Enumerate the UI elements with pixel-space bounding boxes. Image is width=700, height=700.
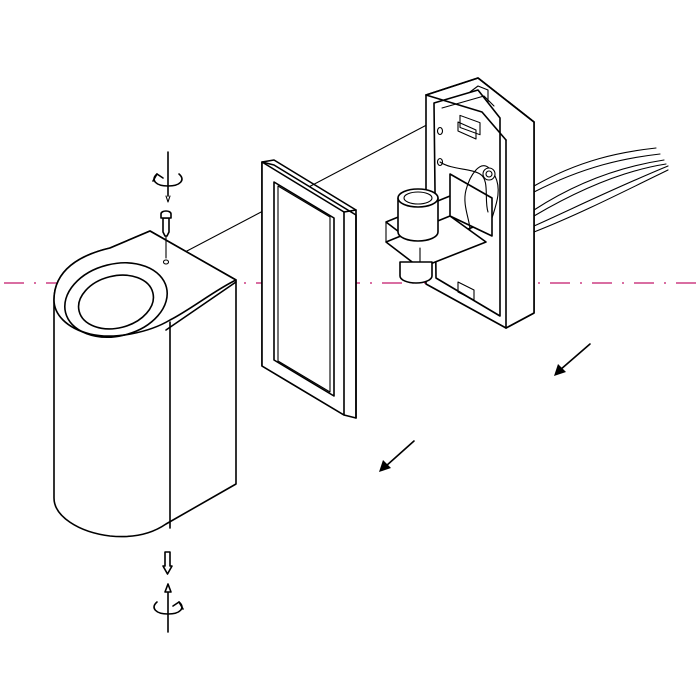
screw-icon <box>162 551 173 575</box>
power-cables <box>533 147 669 233</box>
direction-arrow-icon <box>554 343 591 376</box>
rotate-screwdriver-icon <box>152 151 183 203</box>
wall-mounting-plate <box>385 77 535 329</box>
rubber-gasket <box>261 159 357 419</box>
lamp-housing <box>53 227 237 538</box>
direction-arrow-icon <box>379 440 415 472</box>
screw-icon <box>160 210 172 237</box>
rotate-screwdriver-icon <box>153 583 184 633</box>
